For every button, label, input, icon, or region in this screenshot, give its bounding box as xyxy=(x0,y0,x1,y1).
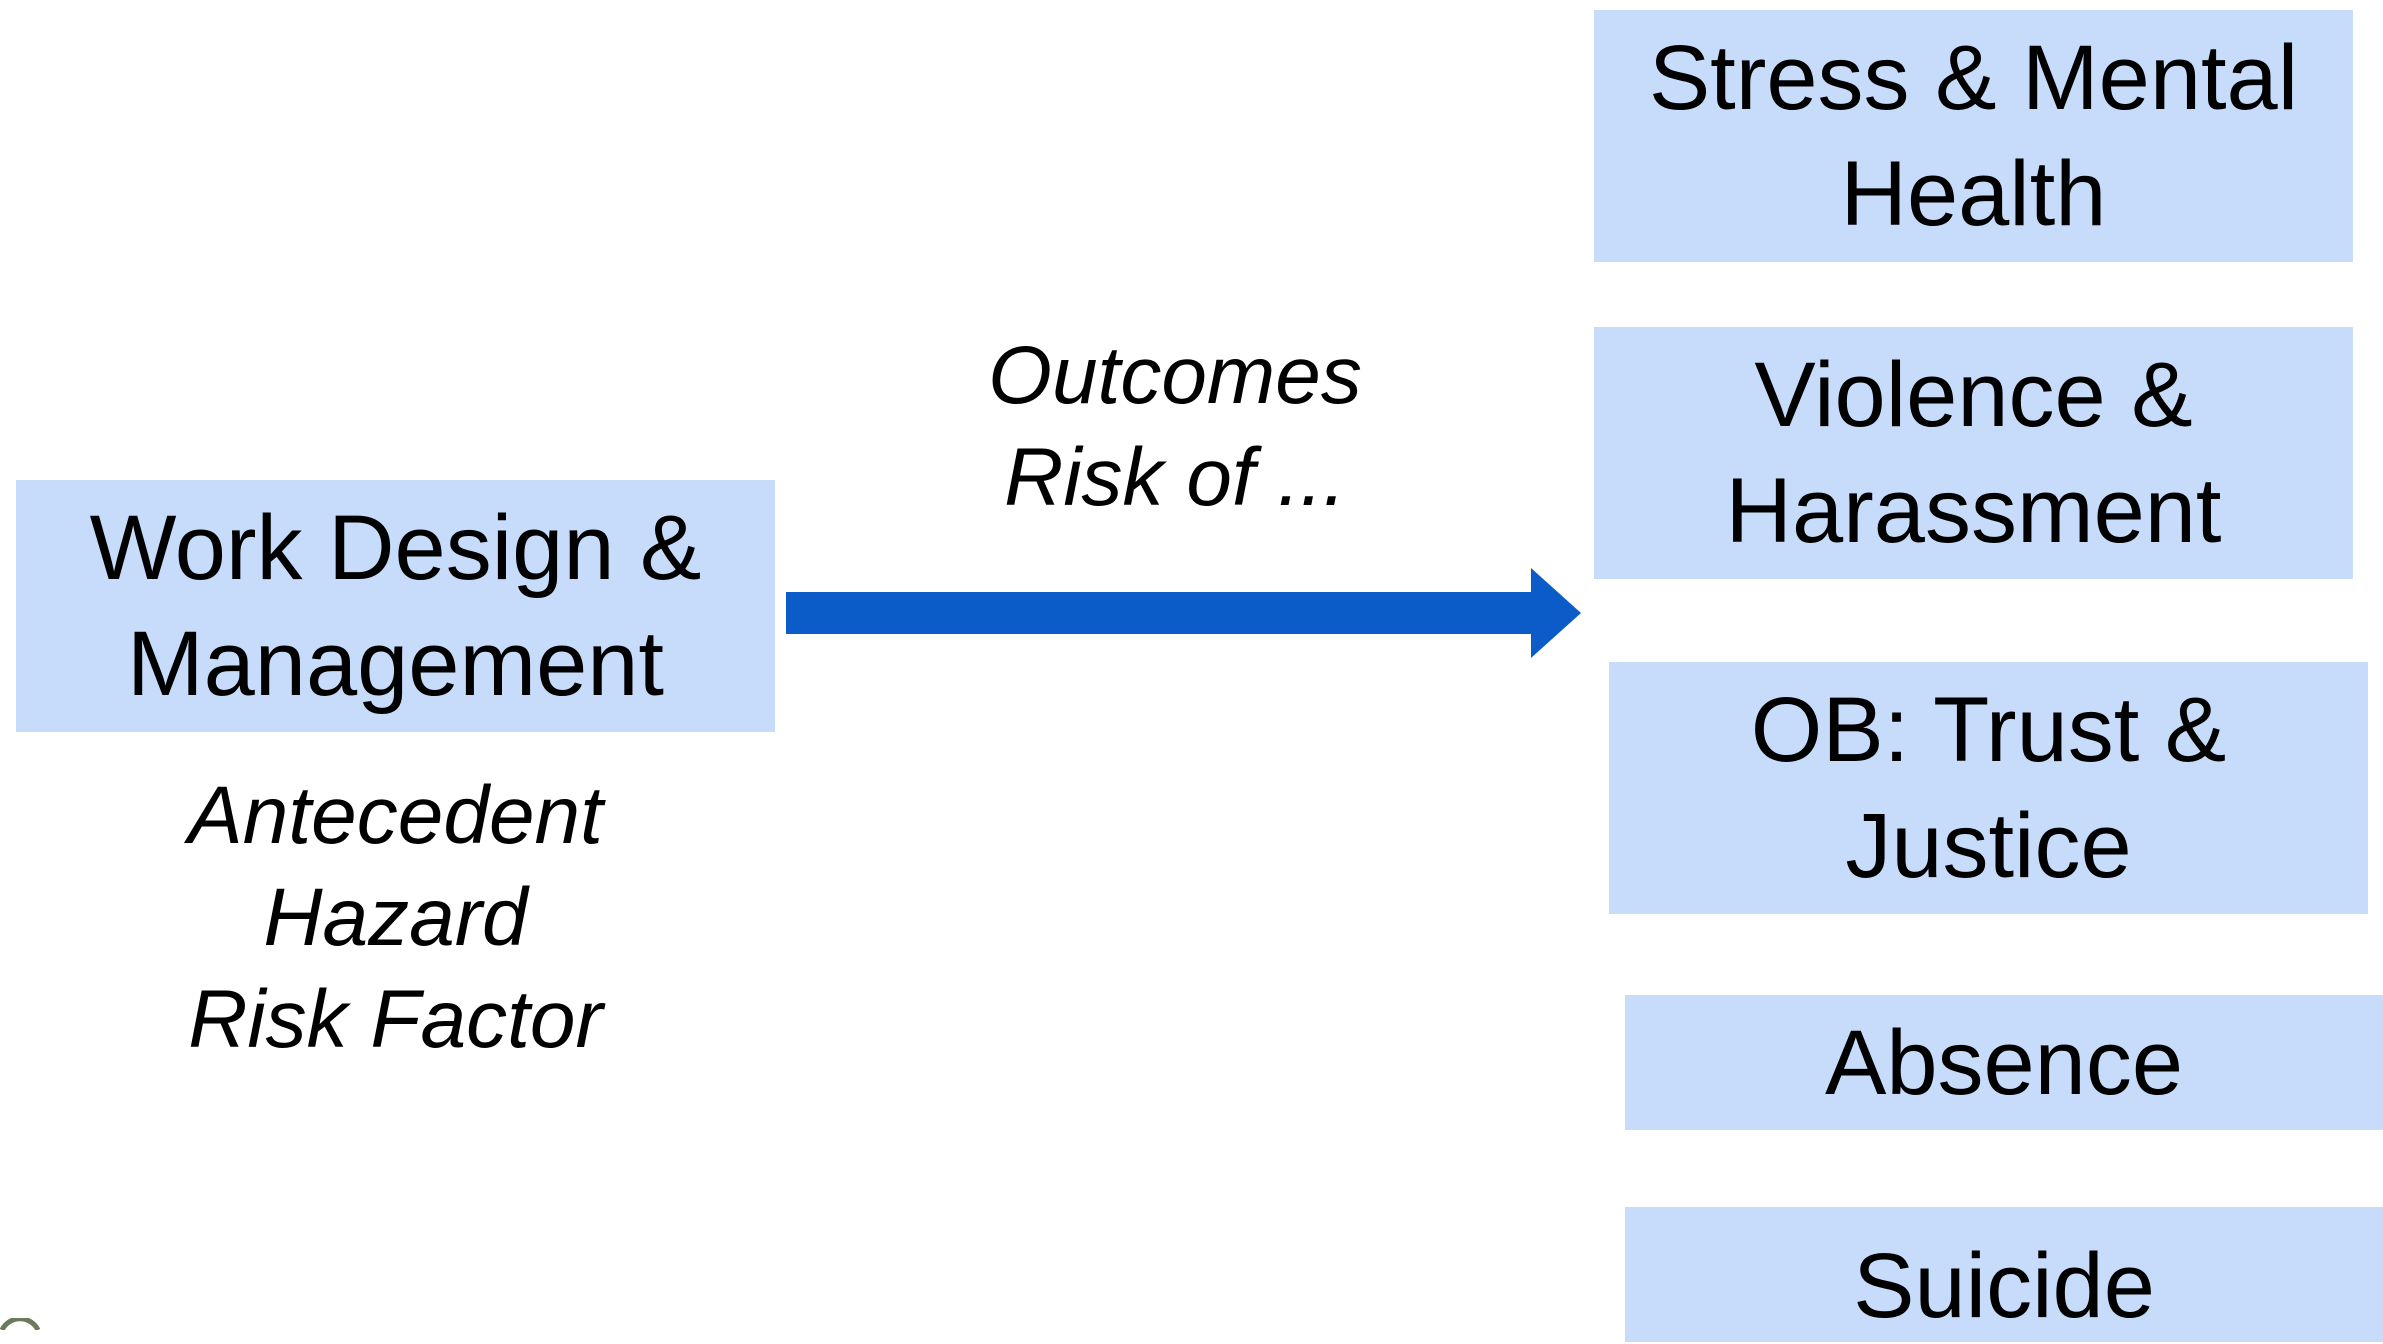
outcome-box-suicide: Suicide xyxy=(1625,1207,2383,1342)
outcome-line: Violence & xyxy=(1754,344,2193,446)
arrow-caption-line-2: Risk of ... xyxy=(1004,432,1346,523)
outcome-box-violence-harassment: Violence & Harassment xyxy=(1594,327,2353,579)
outcome-box-ob-trust-justice: OB: Trust & Justice xyxy=(1609,662,2368,914)
outcome-line: Harassment xyxy=(1725,460,2222,562)
antecedent-caption-line-1: Antecedent xyxy=(188,770,603,861)
outcome-box-stress-mental-health: Stress & Mental Health xyxy=(1594,10,2353,262)
outcome-line: Absence xyxy=(1824,1011,2184,1114)
outcome-line: OB: Trust & xyxy=(1750,679,2227,781)
outcome-line: Stress & Mental xyxy=(1648,27,2299,129)
right-arrow-icon xyxy=(786,568,1581,658)
arrow-caption: Outcomes Risk of ... xyxy=(900,325,1450,529)
antecedent-caption-line-2: Hazard xyxy=(263,872,528,963)
logo-icon xyxy=(0,1318,40,1330)
antecedent-caption-line-3: Risk Factor xyxy=(188,974,603,1065)
arrow-caption-line-1: Outcomes xyxy=(988,330,1362,421)
antecedent-box-line-1: Work Design & xyxy=(89,497,702,599)
outcome-line: Justice xyxy=(1845,795,2132,897)
outcome-box-absence: Absence xyxy=(1625,995,2383,1130)
antecedent-box-line-2: Management xyxy=(127,613,664,715)
outcome-line: Health xyxy=(1840,143,2107,245)
arrow-shape xyxy=(786,568,1581,658)
antecedent-caption: Antecedent Hazard Risk Factor xyxy=(16,765,775,1071)
antecedent-box: Work Design & Management xyxy=(16,480,775,732)
outcome-line: Suicide xyxy=(1853,1235,2155,1337)
